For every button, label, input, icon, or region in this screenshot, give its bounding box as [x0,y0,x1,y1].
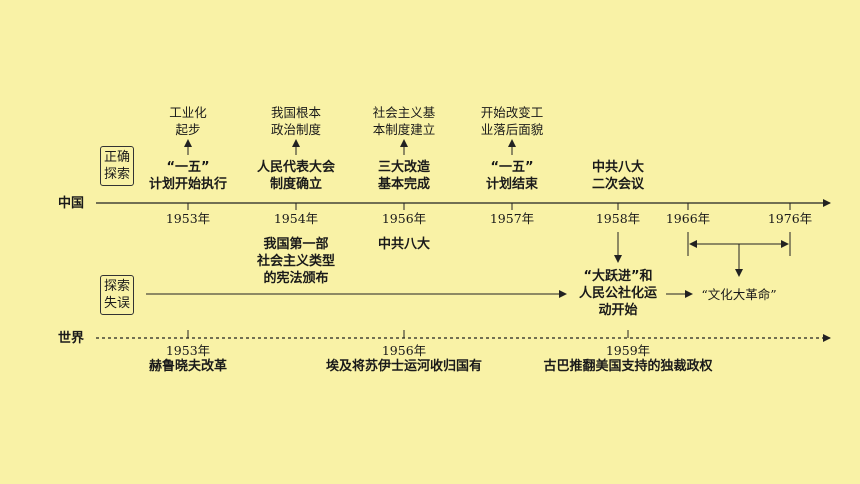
event-1958: 中共八大二次会议 [591,160,644,192]
world-event-1956: 埃及将苏伊士运河收归国有 [325,359,482,374]
year-1954: 1954年 [273,211,319,226]
event-top-1956: 社会主义基本制度建立 [372,105,436,137]
event-below-1954: 我国第一部社会主义类型的宪法颁布 [256,237,335,286]
year-1957: 1957年 [489,211,535,226]
event-below-1956: 中共八大 [377,237,430,252]
world-year-1956: 1956年 [381,343,427,358]
event-top-1957: 开始改变工业落后面貌 [480,105,544,137]
correct-exploration-box: 正确探索 [100,146,135,186]
world-event-1959: 古巴推翻美国支持的独裁政权 [543,359,713,374]
year-1953: 1953年 [165,211,211,226]
event-1957: “一五”计划结束 [485,160,538,192]
world-label: 世界 [58,331,85,346]
year-1958: 1958年 [595,211,641,226]
event-1954: 人民代表大会制度确立 [256,160,335,192]
world-year-1953: 1953年 [165,343,211,358]
year-1966: 1966年 [665,211,711,226]
great-leap-forward: “大跃进”和人民公社化运动开始 [578,269,657,318]
mistake-exploration-box: 探索失误 [100,275,135,315]
event-top-1953: 工业化起步 [169,105,207,137]
world-event-1953: 赫鲁晓夫改革 [148,359,227,374]
world-year-1959: 1959年 [605,343,651,358]
event-top-1954: 我国根本政治制度 [270,105,321,137]
event-1956: 三大改造基本完成 [377,160,430,192]
year-1956: 1956年 [381,211,427,226]
china-label: 中国 [58,196,85,211]
year-1976: 1976年 [767,211,813,226]
event-1953: “一五”计划开始执行 [148,160,227,192]
cultural-revolution: “文化大革命” [701,287,777,302]
